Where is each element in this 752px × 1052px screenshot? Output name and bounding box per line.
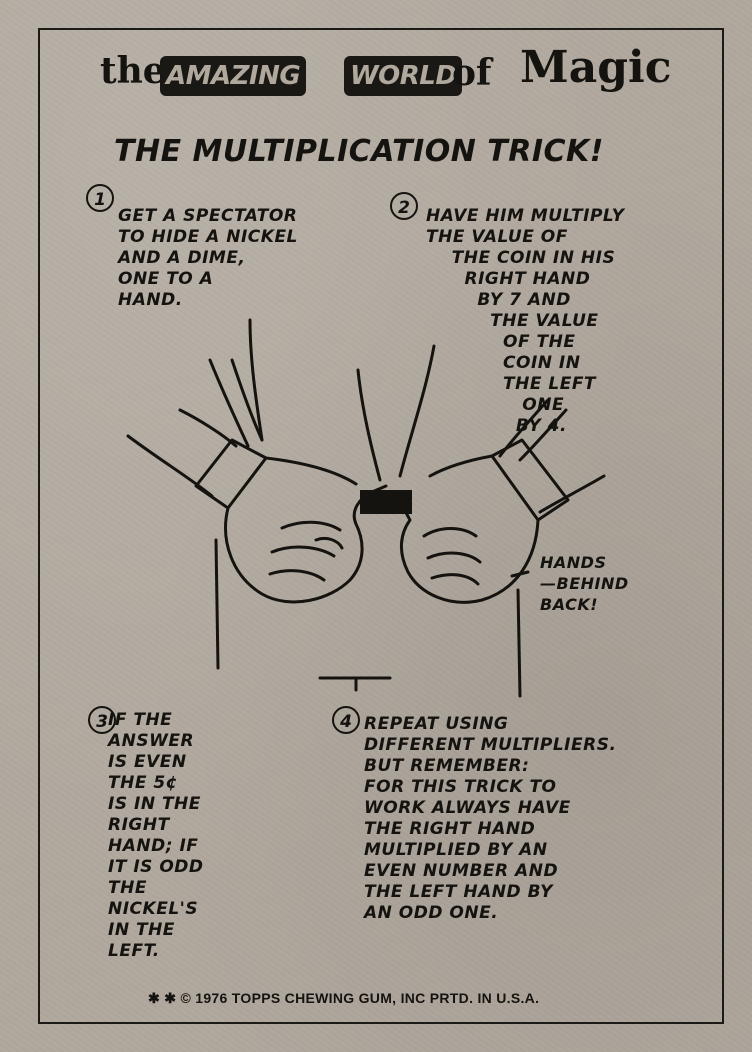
right-cuff [490, 438, 570, 522]
step-2-number: 2 [390, 192, 418, 220]
step-3-number: 3 [88, 706, 116, 734]
illustration-caption: HANDS —BEHIND BACK! [540, 553, 629, 614]
right-arm-line [538, 474, 606, 514]
step-4-text: REPEAT USING DIFFERENT MULTIPLIERS. BUT … [364, 714, 617, 923]
card-border [38, 28, 724, 1024]
step-4-number: 4 [332, 706, 360, 734]
title-magic: Magic [520, 42, 672, 93]
title-of: of [452, 52, 492, 94]
page-subtitle: THE MULTIPLICATION TRICK! [114, 134, 604, 169]
left-hand [224, 484, 388, 604]
title-the: the [100, 50, 166, 92]
step-1-number: 1 [86, 184, 114, 212]
coin-shadow [360, 490, 412, 514]
step-2-text: HAVE HIM MULTIPLY THE VALUE OF THE COIN … [426, 206, 625, 436]
title-world: WORLD [344, 56, 463, 96]
title-amazing: AMAZING [160, 56, 307, 96]
step-3-text: IF THE ANSWER IS EVEN THE 5¢ IS IN THE R… [108, 710, 204, 961]
step-1-text: GET A SPECTATOR TO HIDE A NICKEL AND A D… [118, 206, 298, 310]
left-cuff [194, 438, 268, 510]
copyright-footer: ✱ ✱ © 1976 TOPPS CHEWING GUM, INC PRTD. … [148, 990, 540, 1006]
card-title: the AMAZING WORLD of Magic [100, 42, 700, 112]
